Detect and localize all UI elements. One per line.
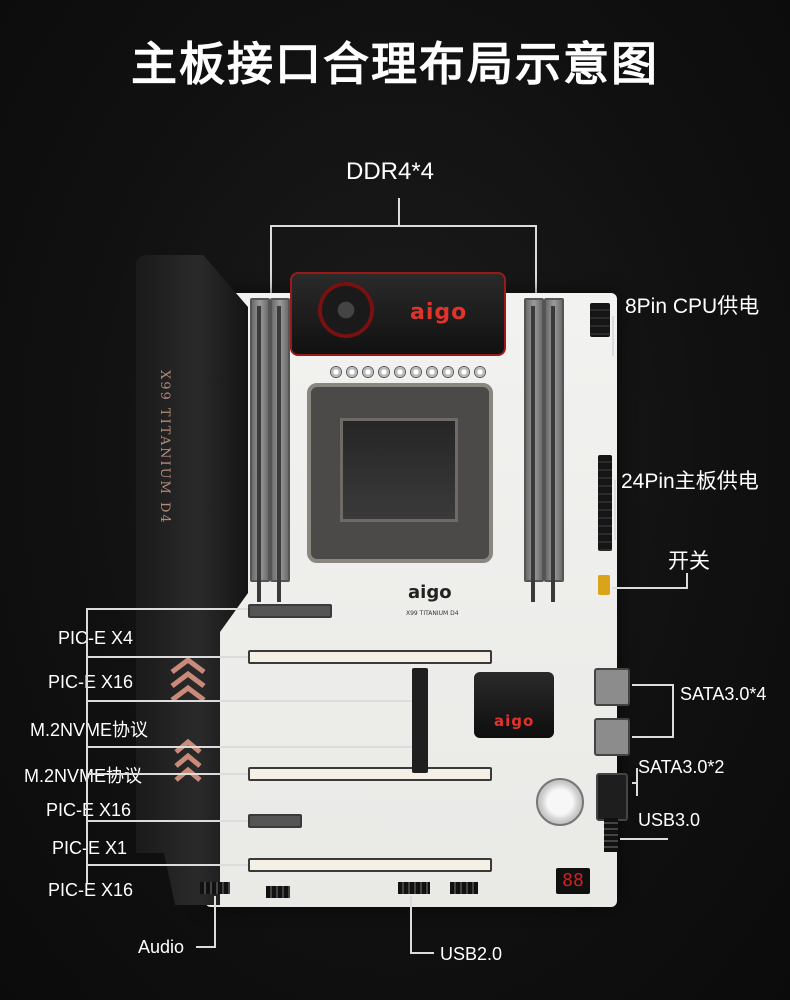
cpu-socket-plate: [340, 418, 458, 522]
audio-header: [200, 882, 230, 894]
fan-icon: [318, 282, 374, 338]
chipset-logo: aigo: [494, 712, 535, 730]
fan-header: [266, 886, 290, 898]
ddr4-leader-vertical: [398, 198, 400, 226]
left-label-m2-2: M.2NVME协议: [24, 766, 143, 786]
left-leader-vertical: [86, 608, 88, 883]
debug-led-display: 88: [556, 868, 590, 894]
dimm-slot-4: [544, 298, 564, 602]
dimm-slot-3: [524, 298, 544, 602]
atx-power-leader: [614, 480, 616, 540]
sata-port-group-2: [594, 718, 630, 756]
usb3-label: USB3.0: [638, 810, 701, 830]
shroud-model-text: X99 TITANIUM D4: [157, 370, 172, 525]
m2-slot-2: [412, 715, 428, 773]
chipset-heatsink: [474, 672, 554, 738]
vrm-heatsink: [290, 272, 506, 356]
sata-2-label: SATA3.0*2: [638, 757, 725, 777]
power-switch: [598, 575, 610, 595]
ddr4-leader-right: [535, 225, 537, 305]
audio-label: Audio: [138, 937, 185, 957]
left-leader-pcie-x4: [86, 608, 248, 610]
usb2-header-2: [450, 882, 478, 894]
left-label-pcie-x16-3: PIC-E X16: [48, 880, 134, 900]
left-leader-m2-1: [86, 700, 412, 702]
switch-leader-h: [612, 587, 688, 589]
left-leader-pcie-x16-2: [86, 773, 248, 775]
pcie-x1-slot: [248, 814, 302, 828]
pcie-x16-slot-3: [248, 858, 492, 872]
sata-port-group-3: [596, 773, 628, 821]
usb3-leader: [620, 838, 668, 840]
shroud-chevrons-icon: [170, 656, 206, 782]
left-label-pcie-x16-2: PIC-E X16: [46, 800, 132, 820]
sata-4-leader-bottom: [632, 736, 674, 738]
audio-leader-v: [214, 896, 216, 948]
usb2-header-1: [398, 882, 430, 894]
dimm-slot-1: [250, 298, 270, 602]
usb2-leader-v: [410, 896, 412, 954]
ddr4-leader-left: [270, 225, 272, 305]
sata-4-leader-top: [632, 684, 674, 686]
usb2-label: USB2.0: [440, 944, 503, 964]
left-leader-pcie-x1: [86, 820, 248, 822]
sata-4-leader-v: [672, 684, 674, 738]
left-leader-m2-2: [86, 746, 412, 748]
switch-label: 开关: [668, 550, 710, 573]
heatsink-logo: aigo: [410, 300, 468, 325]
usb2-leader-h: [410, 952, 434, 954]
m2-slot-1: [412, 668, 428, 726]
cpu-power-label: 8Pin CPU供电: [625, 295, 760, 318]
cpu-power-leader: [612, 316, 614, 356]
atx-power-label: 24Pin主板供电: [621, 470, 759, 493]
pcie-x4-slot: [248, 604, 332, 618]
pcie-x16-slot-1: [248, 650, 492, 664]
page-title: 主板接口合理布局示意图: [131, 37, 659, 91]
left-leader-pcie-x16-1: [86, 656, 248, 658]
atx-24pin-connector: [598, 455, 612, 551]
sata-port-group-1: [594, 668, 630, 706]
board-model-text: X99 TITANIUM D4: [406, 610, 459, 617]
vrm-capacitors: [330, 366, 486, 378]
dimm-slot-2: [270, 298, 290, 602]
usb3-header: [604, 818, 618, 852]
cpu-8pin-connector: [590, 303, 610, 337]
sata-2-leader-v: [636, 768, 638, 796]
left-label-m2-1: M.2NVME协议: [30, 720, 149, 740]
board-logo: aigo: [408, 582, 452, 603]
switch-leader-v: [686, 573, 688, 589]
left-label-pcie-x16-1: PIC-E X16: [48, 672, 134, 692]
pcie-x16-slot-2: [248, 767, 492, 781]
audio-leader-h: [196, 946, 216, 948]
left-label-pcie-x1: PIC-E X1: [52, 838, 128, 858]
ddr4-leader-horizontal: [270, 225, 537, 227]
ddr4-label: DDR4*4: [346, 158, 435, 185]
sata-4-label: SATA3.0*4: [680, 684, 767, 704]
cmos-battery: [536, 778, 584, 826]
sata-2-leader-h: [632, 782, 638, 784]
left-label-pcie-x4: PIC-E X4: [58, 628, 134, 648]
left-leader-pcie-x16-3: [86, 864, 248, 866]
